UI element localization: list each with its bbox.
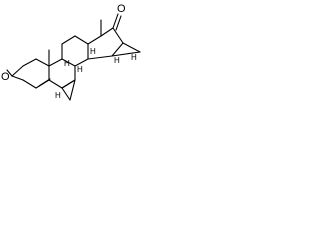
hydrogen-label: H bbox=[64, 59, 70, 68]
stereo-hydrogen-labels: H H H H H H bbox=[55, 47, 137, 100]
hydrogen-label: H bbox=[131, 53, 137, 62]
hydrogen-label: H bbox=[55, 91, 61, 100]
hydrogen-label: H bbox=[114, 56, 120, 65]
hydrogen-label: H bbox=[90, 47, 96, 56]
atom-labels: O O bbox=[1, 3, 126, 83]
steroid-structure-diagram: O O H H H H H H bbox=[1, 3, 141, 101]
oxygen-ketone-a-label: O bbox=[1, 71, 10, 83]
bond-lines bbox=[6, 13, 141, 101]
hydrogen-label: H bbox=[77, 65, 83, 74]
oxygen-ketone-d-label: O bbox=[117, 3, 126, 15]
